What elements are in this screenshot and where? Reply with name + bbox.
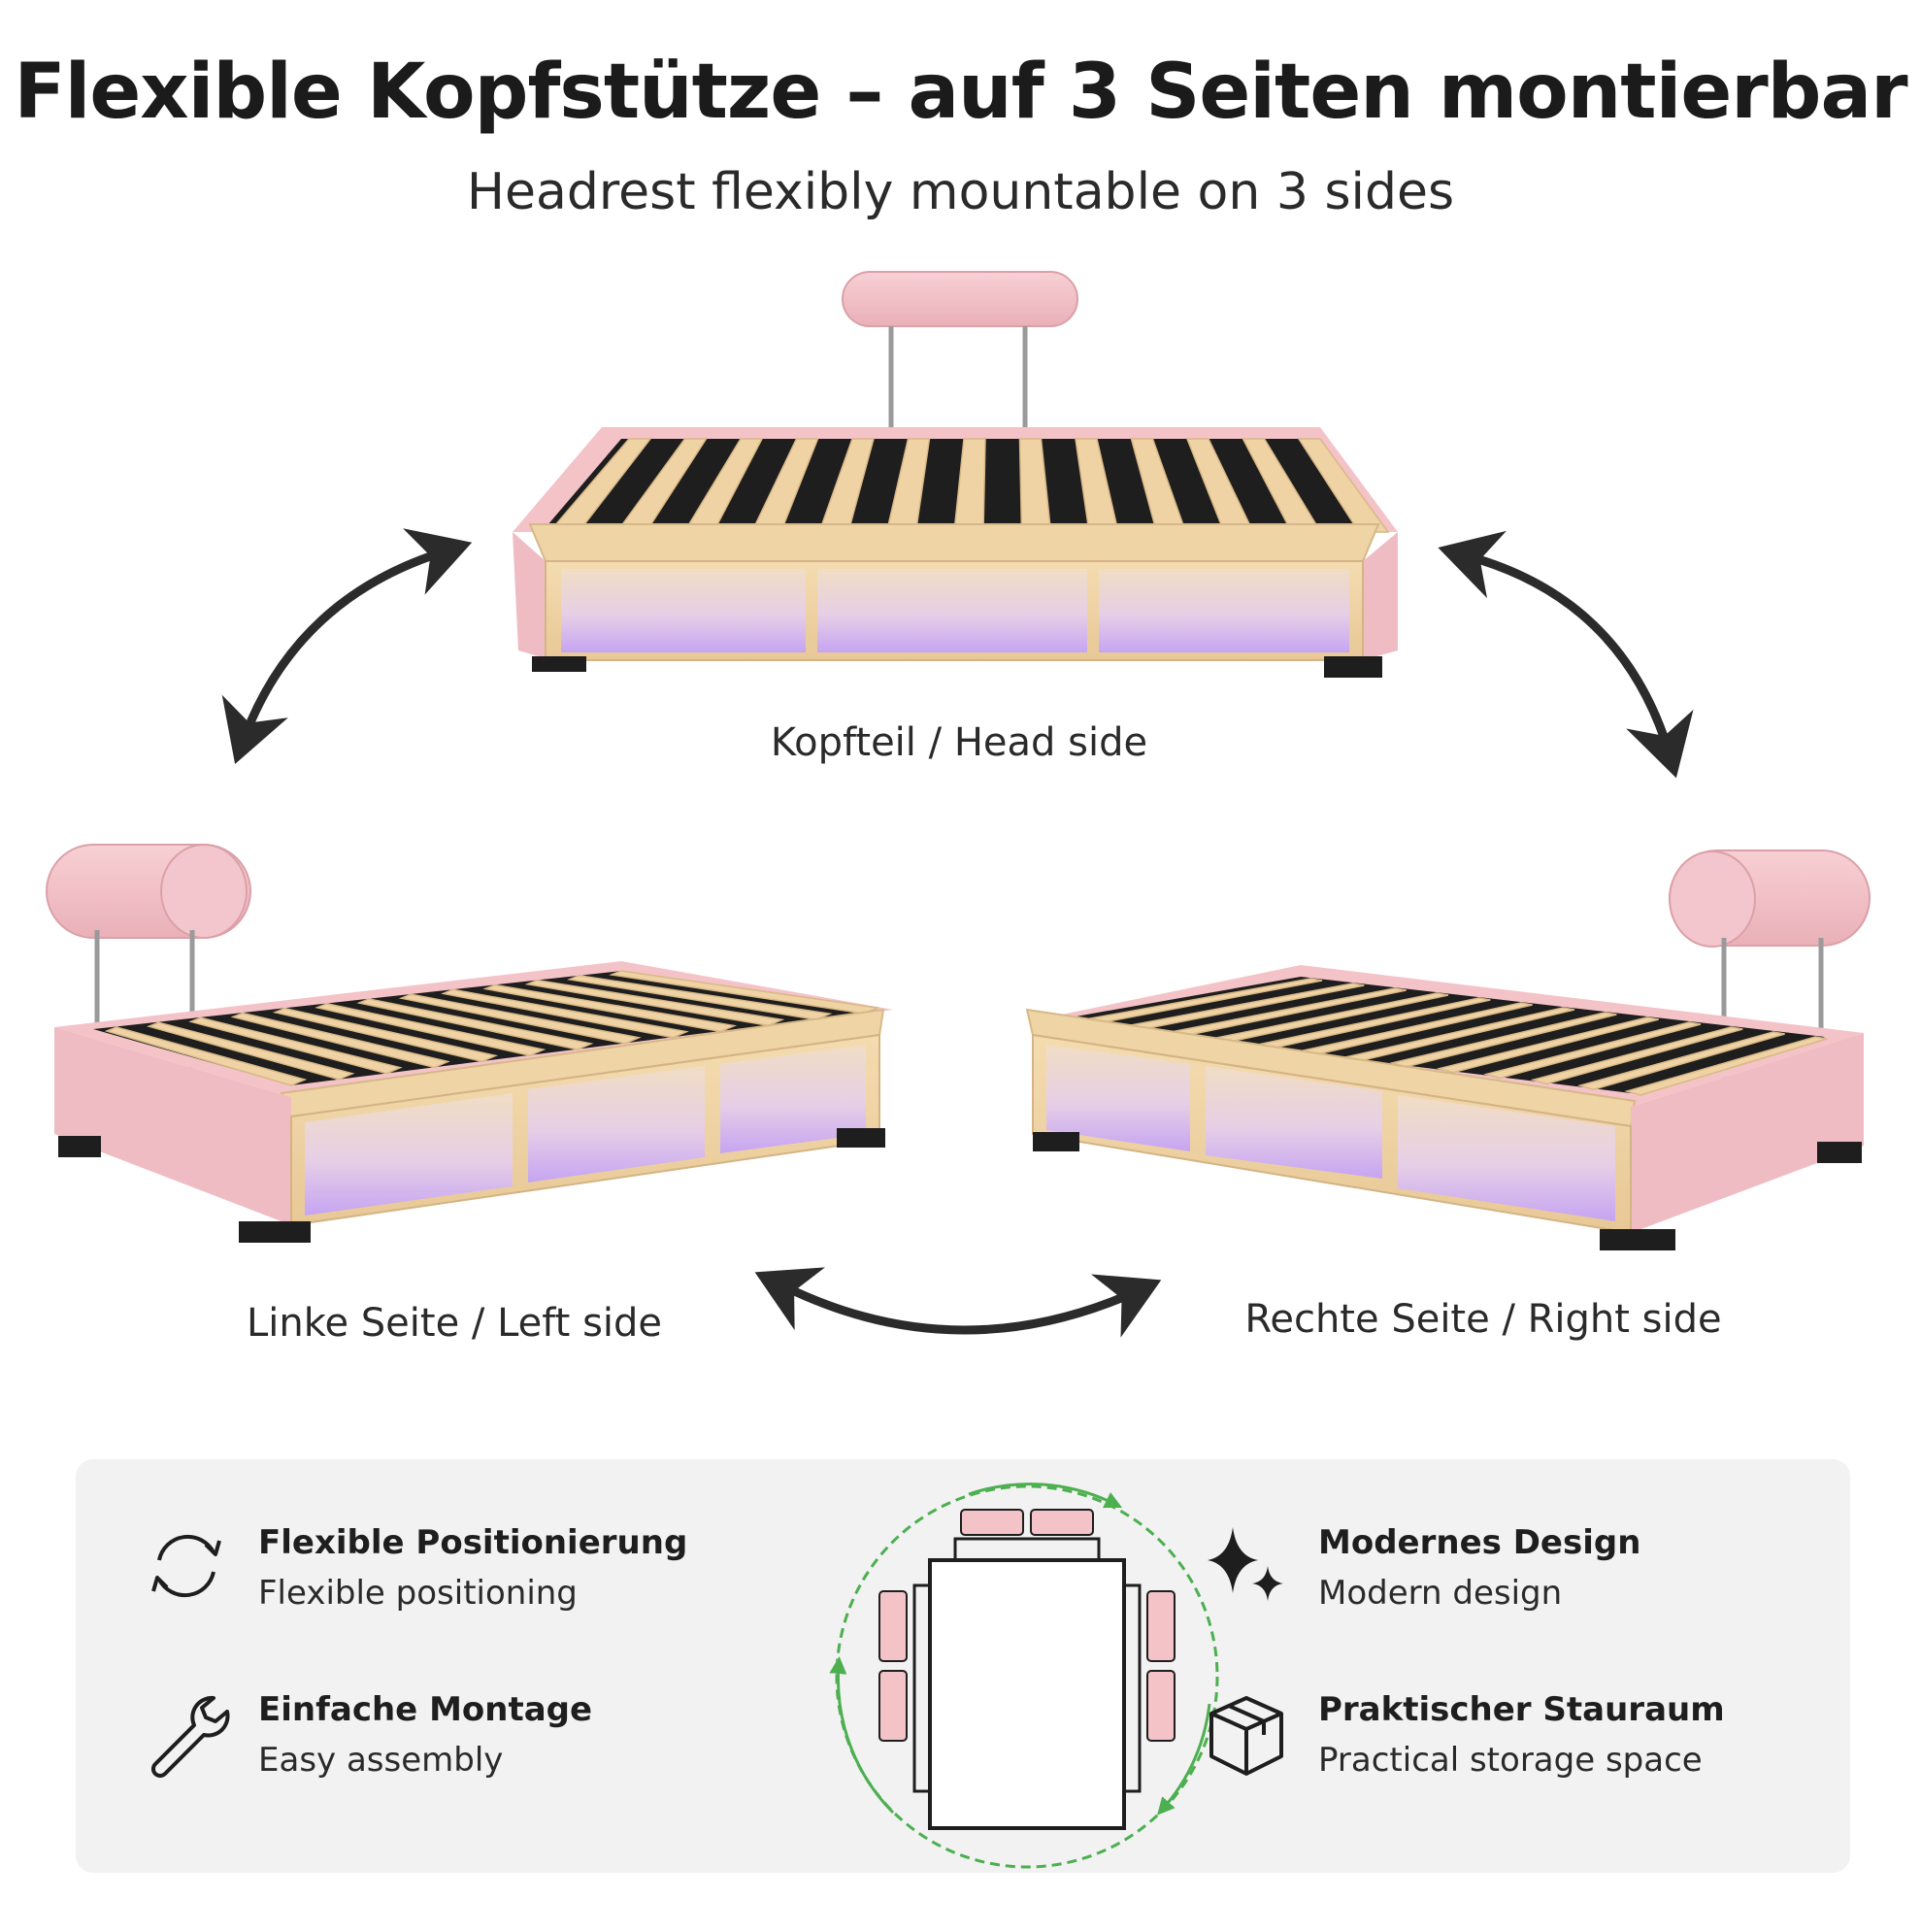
bed-head-side [513, 271, 1398, 678]
page-title: Flexible Kopfstütze – auf 3 Seiten monti… [14, 49, 1907, 136]
page-subtitle: Headrest flexibly mountable on 3 sides [466, 163, 1455, 221]
slat [146, 1021, 355, 1081]
slat [1483, 1021, 1702, 1080]
slat [524, 979, 785, 1027]
box-icon [1209, 1696, 1283, 1776]
headrest-top-a [960, 1509, 1024, 1536]
mounting-positions-diagram [829, 1482, 1219, 1869]
sparkle-icon [1208, 1527, 1283, 1601]
feature-subtitle: Practical storage space [1318, 1741, 1703, 1780]
slat [398, 993, 642, 1045]
slat [230, 1012, 450, 1069]
features-panel: Flexible Positionierung Flexible positio… [76, 1459, 1850, 1873]
headrest-right-a [1146, 1590, 1176, 1662]
refresh-icon [151, 1534, 221, 1598]
slat [566, 975, 833, 1020]
bed-outline [928, 1558, 1126, 1830]
slat [1530, 1026, 1743, 1085]
slat [1297, 438, 1390, 533]
slat [1436, 1016, 1659, 1074]
feature-subtitle: Flexible positioning [258, 1574, 578, 1613]
rotate-arrow-bottom [754, 1267, 1162, 1338]
view-label-head: Kopfteil / Head side [771, 720, 1147, 765]
wrench-icon [150, 1695, 230, 1779]
feature-title: Einfache Montage [258, 1690, 593, 1729]
slat [104, 1026, 308, 1086]
feature-subtitle: Modern design [1318, 1574, 1563, 1613]
headrest-cushion [842, 271, 1078, 327]
bed-right-side [1025, 849, 1871, 1250]
feature-title: Flexible Positionierung [258, 1523, 688, 1562]
headrest-left-a [878, 1590, 908, 1662]
rotate-arrow-top-left [221, 528, 473, 765]
rotate-arrow-top-right [1438, 530, 1694, 779]
bed-views-illustration: Kopfteil / Head side Linke Seite / Left … [46, 271, 1871, 1346]
headrest-right-b [1146, 1670, 1176, 1742]
view-label-right: Rechte Seite / Right side [1244, 1297, 1721, 1342]
slat [315, 1003, 546, 1056]
bed-left-side [46, 844, 893, 1243]
view-label-left: Linke Seite / Left side [247, 1301, 662, 1346]
slat [1624, 1036, 1828, 1096]
feature-title: Praktischer Stauraum [1318, 1690, 1725, 1729]
slat [609, 970, 880, 1015]
slat [188, 1016, 403, 1075]
slat [272, 1007, 499, 1063]
slat [356, 998, 594, 1050]
slat [1576, 1031, 1785, 1090]
slat [482, 983, 738, 1033]
headrest-top-b [1030, 1509, 1094, 1536]
feature-subtitle: Easy assembly [258, 1741, 504, 1780]
slat [441, 988, 689, 1039]
feature-title: Modernes Design [1318, 1523, 1641, 1562]
headrest-left-b [878, 1670, 908, 1742]
